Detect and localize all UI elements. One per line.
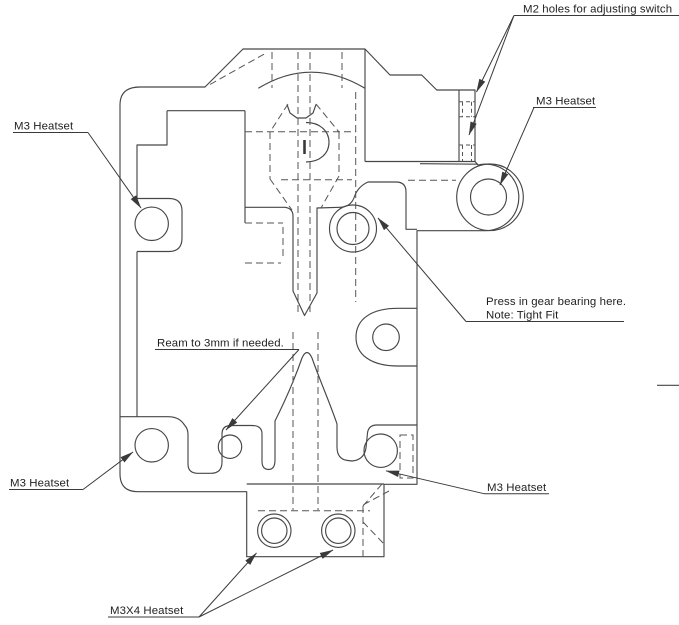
label-press-bearing-line2: Note: Tight Fit	[486, 310, 559, 322]
hood-hidden-verticals	[271, 52, 343, 88]
label-m3-heatset-bottom-left: M3 Heatset	[10, 478, 70, 490]
label-ream: Ream to 3mm if needed.	[157, 338, 284, 350]
filament-channel	[245, 181, 417, 317]
top-left-boss	[137, 197, 183, 253]
filament-bore	[297, 52, 311, 313]
m3x4-hole-right-outer	[321, 513, 356, 548]
m3-hole-bottom-right	[363, 433, 398, 468]
latch-detail	[286, 104, 317, 119]
leader-m3-bottom-right	[385, 470, 485, 495]
leader-m2-hole-2	[468, 15, 515, 136]
leader-press-bearing	[377, 217, 467, 322]
label-m2-holes: M2 holes for adjusting switch	[523, 4, 672, 16]
mid-right-hole	[372, 323, 400, 352]
label-press-bearing-line1: Press in gear bearing here.	[486, 296, 626, 308]
leader-m3x4-right	[198, 549, 334, 618]
leader-m2-hole-1	[476, 15, 515, 93]
leader-m3-top-left	[87, 132, 142, 209]
m3x4-hole-right-inner	[325, 517, 352, 544]
m2-hole-lower	[459, 144, 475, 162]
mid-right-boss	[355, 307, 417, 367]
hidden-lines	[209, 52, 475, 557]
bottom-block-chamfer-hidden	[360, 483, 390, 557]
hobbed-gear-bump	[305, 121, 330, 163]
label-m3-heatset-top-right: M3 Heatset	[536, 96, 596, 108]
callout-labels: M2 holes for adjusting switch M3 Heatset…	[10, 4, 672, 618]
m3-hole-top-right	[469, 178, 508, 216]
m3x4-hole-left-inner	[261, 517, 288, 544]
callout-underlines	[9, 15, 679, 618]
ream-hole	[217, 434, 243, 459]
label-m3-heatset-bottom-right: M3 Heatset	[487, 482, 547, 494]
idler-dome-arc	[257, 71, 366, 89]
gear-bearing-bore-outer	[328, 204, 378, 253]
leader-m3-bottom-left	[82, 451, 134, 490]
ear-top-edge	[419, 163, 479, 165]
label-m3x4-heatset: M3X4 Heatset	[110, 605, 184, 617]
label-m3-heatset-top-left: M3 Heatset	[14, 121, 74, 133]
m3x4-hole-left-outer	[257, 513, 292, 548]
bottom-flange-outline	[120, 351, 417, 474]
m3-hole-bottom-left	[134, 428, 169, 463]
part-outline	[119, 48, 520, 558]
gear-bearing-bore-inner	[336, 211, 370, 246]
part-geometry	[119, 48, 679, 558]
right-ear-boss	[456, 163, 524, 232]
leader-m3-top-right	[499, 107, 535, 186]
hood-inner-step	[136, 110, 245, 199]
pocket-hidden-horizontals	[245, 131, 356, 264]
leader-ream	[225, 349, 300, 431]
hood-slope-hidden	[209, 52, 268, 85]
funnel-hidden	[269, 103, 340, 211]
leader-m3x4-left	[198, 552, 257, 618]
m3-hole-top-left	[134, 206, 169, 242]
switch-shelf-hidden	[281, 179, 456, 181]
filament-channel-hidden	[292, 332, 319, 510]
m2-hole-upper	[459, 101, 475, 118]
bottom-right-slot-hidden	[399, 434, 414, 479]
leader-lines	[82, 15, 535, 618]
